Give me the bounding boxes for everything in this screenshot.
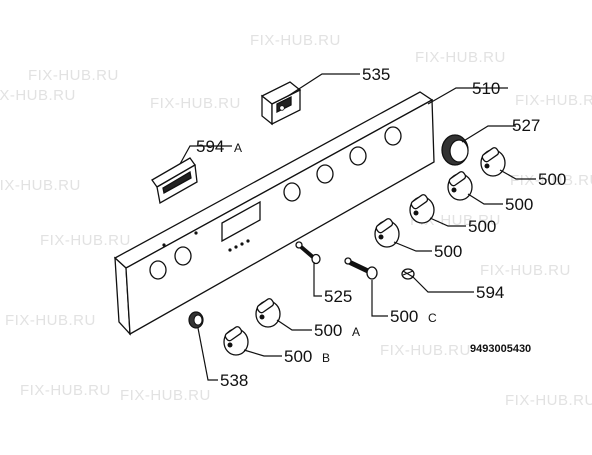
- watermark-text: FIX-HUB.RU: [120, 387, 211, 404]
- part-594-screw: [401, 268, 415, 280]
- part-525-spindle: [295, 241, 321, 265]
- part-538-bushing: [188, 311, 204, 329]
- label-594: 594: [476, 283, 504, 302]
- watermark-text: FIX-HUB.RU: [40, 232, 131, 249]
- label-500-4: 500: [434, 242, 462, 261]
- part-594a-bracket: [151, 157, 198, 205]
- label-510: 510: [472, 79, 500, 98]
- label-500-3: 500: [468, 217, 496, 236]
- label-500a-suffix: A: [352, 325, 360, 339]
- part-535-button-block: [260, 81, 302, 126]
- watermark-layer: FIX-HUB.RU FIX-HUB.RU FIX-HUB.RU FIX-HUB…: [0, 32, 592, 409]
- label-535: 535: [362, 65, 390, 84]
- watermark-text: FIX-HUB.RU: [5, 312, 96, 329]
- watermark-text: FIX-HUB.RU: [505, 392, 592, 409]
- knob-500-3: [409, 194, 435, 224]
- panel-knob-hole: [349, 146, 367, 166]
- label-500b-suffix: B: [322, 351, 330, 365]
- label-500-1: 500: [538, 170, 566, 189]
- panel-knob-hole: [316, 164, 334, 184]
- panel-knob-hole: [283, 182, 301, 202]
- knob-500-4: [374, 218, 400, 248]
- panel-knob-hole: [384, 126, 402, 146]
- watermark-text: FIX-HUB.RU: [515, 92, 592, 109]
- watermark-text: FIX-HUB.RU: [510, 172, 592, 189]
- label-500a-number: 500: [314, 321, 342, 340]
- watermark-text: FIX-HUB.RU: [0, 177, 81, 194]
- control-panel-510: [113, 91, 435, 336]
- knob-500a: [255, 298, 281, 328]
- watermark-text: FIX-HUB.RU: [0, 87, 76, 104]
- knob-500-2: [447, 171, 473, 201]
- label-500c-number: 500: [390, 307, 418, 326]
- watermark-text: FIX-HUB.RU: [20, 382, 111, 399]
- watermark-text: FIX-HUB.RU: [415, 49, 506, 66]
- drawing-code: 9493005430: [470, 343, 531, 355]
- label-525: 525: [324, 287, 352, 306]
- panel-knob-hole: [149, 260, 167, 280]
- panel-knob-hole: [174, 246, 192, 266]
- watermark-text: FIX-HUB.RU: [380, 342, 471, 359]
- knob-500b: [223, 326, 249, 356]
- watermark-text: FIX-HUB.RU: [480, 262, 571, 279]
- label-500-2: 500: [505, 195, 533, 214]
- leader-lines: [179, 73, 536, 381]
- part-labels: 535 510 594 A 527 500 500 500 500 525 50…: [196, 65, 566, 390]
- label-500b-number: 500: [284, 347, 312, 366]
- part-500c-shaft: [344, 257, 378, 280]
- watermark-text: FIX-HUB.RU: [28, 67, 119, 84]
- label-538: 538: [220, 371, 248, 390]
- label-594a-suffix: A: [234, 141, 242, 155]
- watermark-text: FIX-HUB.RU: [150, 95, 241, 112]
- watermark-text: FIX-HUB.RU: [250, 32, 341, 49]
- panel-indicator-dots: [162, 231, 250, 252]
- panel-display-window: [221, 200, 261, 243]
- label-500c-suffix: C: [428, 311, 437, 325]
- knob-500-1: [480, 147, 506, 177]
- label-527: 527: [512, 116, 540, 135]
- label-594a-number: 594: [196, 137, 224, 156]
- part-527-ring: [441, 134, 469, 166]
